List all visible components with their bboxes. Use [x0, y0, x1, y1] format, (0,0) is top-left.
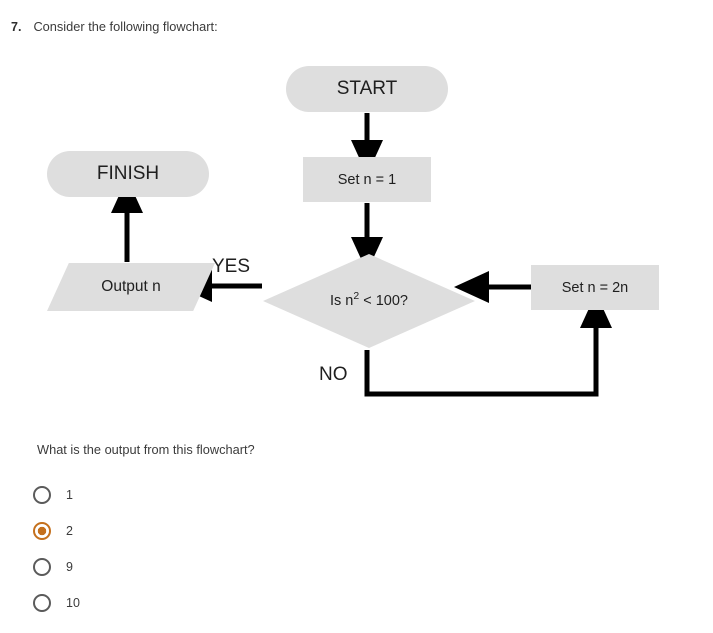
answer-option-label: 10	[66, 596, 80, 610]
answer-option-10[interactable]: 10	[33, 585, 333, 621]
radio-button-icon[interactable]	[33, 522, 51, 540]
flow-node-set-n-2n-label: Set n = 2n	[561, 279, 629, 296]
flow-node-set-n-1-label: Set n = 1	[337, 171, 397, 188]
flow-node-set-n-1: Set n = 1	[303, 157, 431, 202]
flow-node-start: START	[286, 66, 448, 112]
answer-option-2[interactable]: 2	[33, 513, 333, 549]
answer-question-text: What is the output from this flowchart?	[37, 442, 255, 457]
flow-node-set-n-2n: Set n = 2n	[531, 265, 659, 310]
answer-option-label: 1	[66, 488, 73, 502]
flow-node-finish: FINISH	[47, 151, 209, 197]
radio-button-icon[interactable]	[33, 486, 51, 504]
answer-option-label: 9	[66, 560, 73, 574]
answer-option-1[interactable]: 1	[33, 477, 333, 513]
flowchart-diagram: START Set n = 1 Is n2 < 100? Output n Se…	[47, 66, 659, 397]
answer-option-label: 2	[66, 524, 73, 538]
parallelogram-shape	[47, 263, 215, 311]
question-number: 7.	[11, 20, 22, 34]
answer-options-list: 1 2 9 10	[33, 477, 333, 621]
flowchart-connectors	[110, 113, 613, 397]
question-prompt: Consider the following flowchart:	[33, 19, 218, 34]
radio-button-icon[interactable]	[33, 558, 51, 576]
radio-button-icon[interactable]	[33, 594, 51, 612]
question-header: 7. Consider the following flowchart:	[11, 19, 218, 34]
branch-label-yes: YES	[212, 256, 251, 277]
diamond-shape	[263, 254, 475, 348]
flow-node-start-label: START	[336, 78, 398, 99]
flow-node-decision: Is n2 < 100?	[263, 254, 475, 348]
answer-option-9[interactable]: 9	[33, 549, 333, 585]
flow-node-finish-label: FINISH	[96, 163, 160, 184]
branch-label-no: NO	[319, 364, 348, 385]
flow-node-output: Output n	[47, 263, 215, 311]
connector-decision-no-to-set-n-2n	[364, 293, 613, 397]
